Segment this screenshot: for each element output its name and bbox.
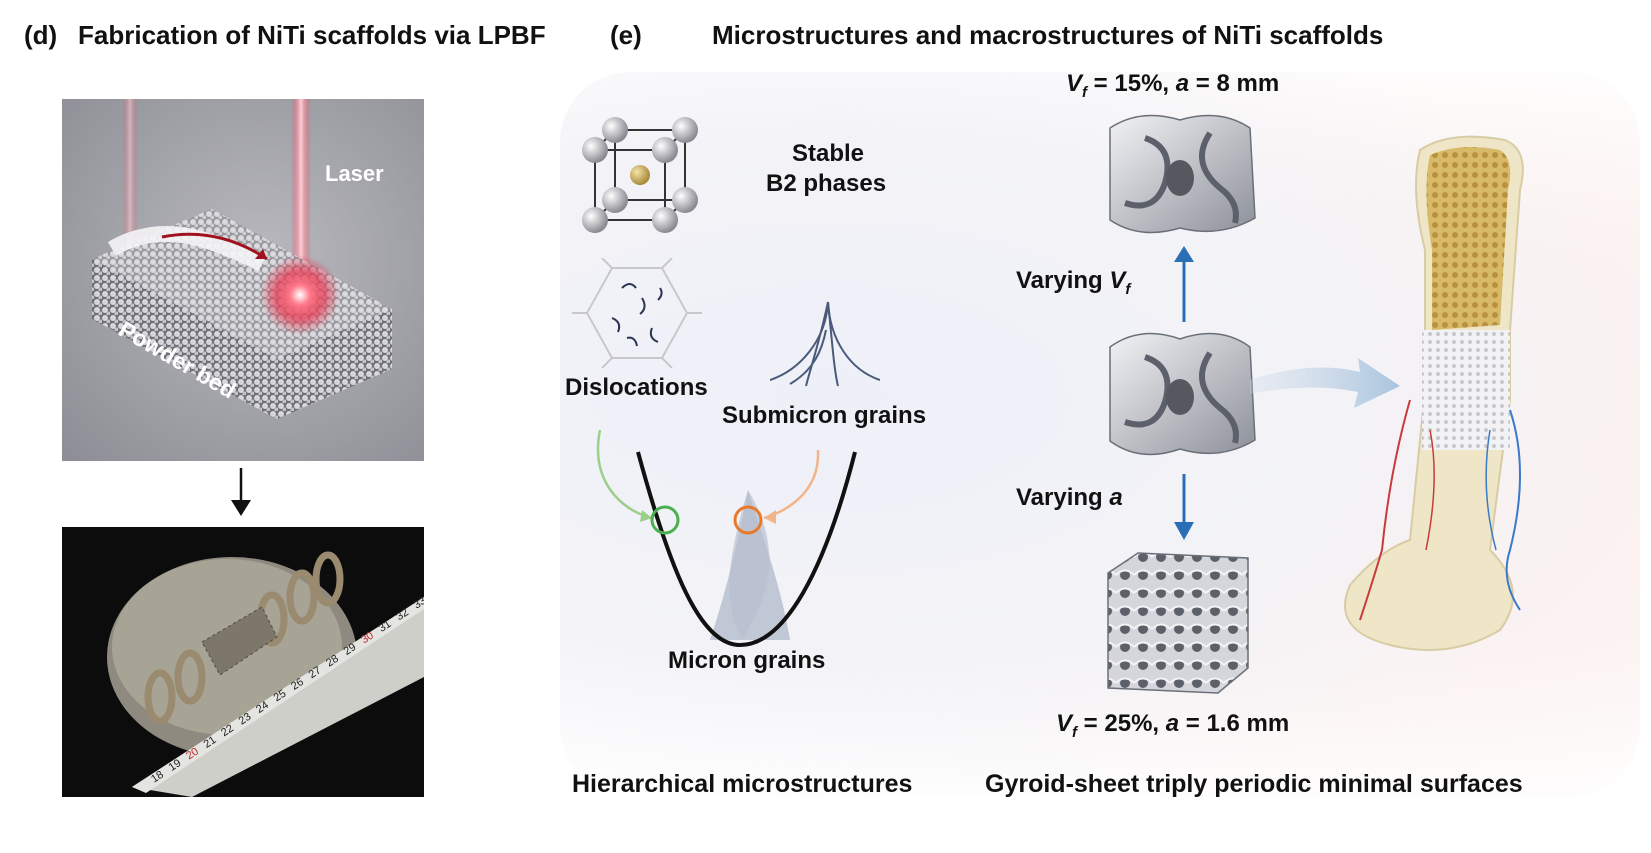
laser-beam [291,99,311,299]
ruler-number: 31 [377,618,394,635]
ruler-number: 20 [184,746,201,763]
melt-pool-schematic [580,400,880,665]
stable-label-line1: Stable [792,140,865,167]
ruler-number: 21 [202,734,219,751]
panel-e-letter: (e) [610,20,642,50]
powder-bed [92,209,392,419]
stable-label-line2: B2 phases [766,170,887,197]
ruler-number: 27 [307,664,324,681]
micron-grains-label: Micron grains [668,647,826,674]
laser-label: Laser [325,161,384,186]
ruler-number: 32 [394,606,411,623]
ruler-number: 19 [167,757,184,774]
lpbf-render-image: Laser Powder bed [62,99,424,461]
panel-e-title: Microstructures and macrostructures of N… [712,20,1384,50]
vary-a-arrow [1172,472,1196,547]
caption-hierarchical: Hierarchical microstructures [572,770,913,798]
scaffold-implant-section [1422,330,1510,450]
bottom-gyroid-label: Vf = 25%, a = 1.6 mm [1056,710,1290,741]
lattice-scaffold [202,607,277,675]
submicron-pointer [763,449,820,520]
scan-direction-arrow [161,232,268,261]
varying-a-label: Varying a [1016,484,1123,511]
ruler-number: 23 [237,711,254,728]
varying-vf-label: Varying Vf [1016,267,1131,298]
dislocations-icon [572,257,702,373]
panel-d-letter: (d) [24,20,58,50]
submicron-highlight-circle [733,505,763,535]
melt-pool-boundary [636,451,857,648]
ruler-number: 18 [149,769,166,786]
grain-structure [710,490,790,640]
dislocations-label: Dislocations [565,374,708,401]
gyroid-cube-middle [1100,325,1265,470]
caption-gyroid: Gyroid-sheet triply periodic minimal sur… [985,770,1523,798]
application-arrow [1250,350,1410,425]
top-gyroid-label: Vf = 15%, a = 8 mm [1066,70,1280,101]
panel-d-title: Fabrication of NiTi scaffolds via LPBF [78,20,546,50]
melt-track [107,226,266,272]
ruler-number: 30 [359,630,376,647]
femur-bone-illustration [1330,130,1540,675]
artery [1359,399,1411,621]
dislocation-highlight-circle [650,505,680,535]
vary-vf-arrow [1172,244,1196,329]
ruler-number: 22 [219,722,236,739]
vein [1505,409,1521,611]
ruler-number: 28 [324,653,341,670]
gyroid-cube-top [1100,108,1265,248]
submicron-grains-label: Submicron grains [722,402,927,429]
ruler-number: 25 [272,688,289,705]
ruler-number: 24 [254,699,271,716]
submicron-grains-icon [769,300,881,395]
gyroid-cube-bottom [1098,548,1258,703]
ruler-number: 26 [289,676,306,693]
laser-spot-glow [260,255,340,335]
ruler-number: 29 [342,641,359,658]
bone-marrow-section [1426,146,1511,330]
process-arrow-down [226,466,256,523]
b2-unit-cell-icon [570,110,710,245]
